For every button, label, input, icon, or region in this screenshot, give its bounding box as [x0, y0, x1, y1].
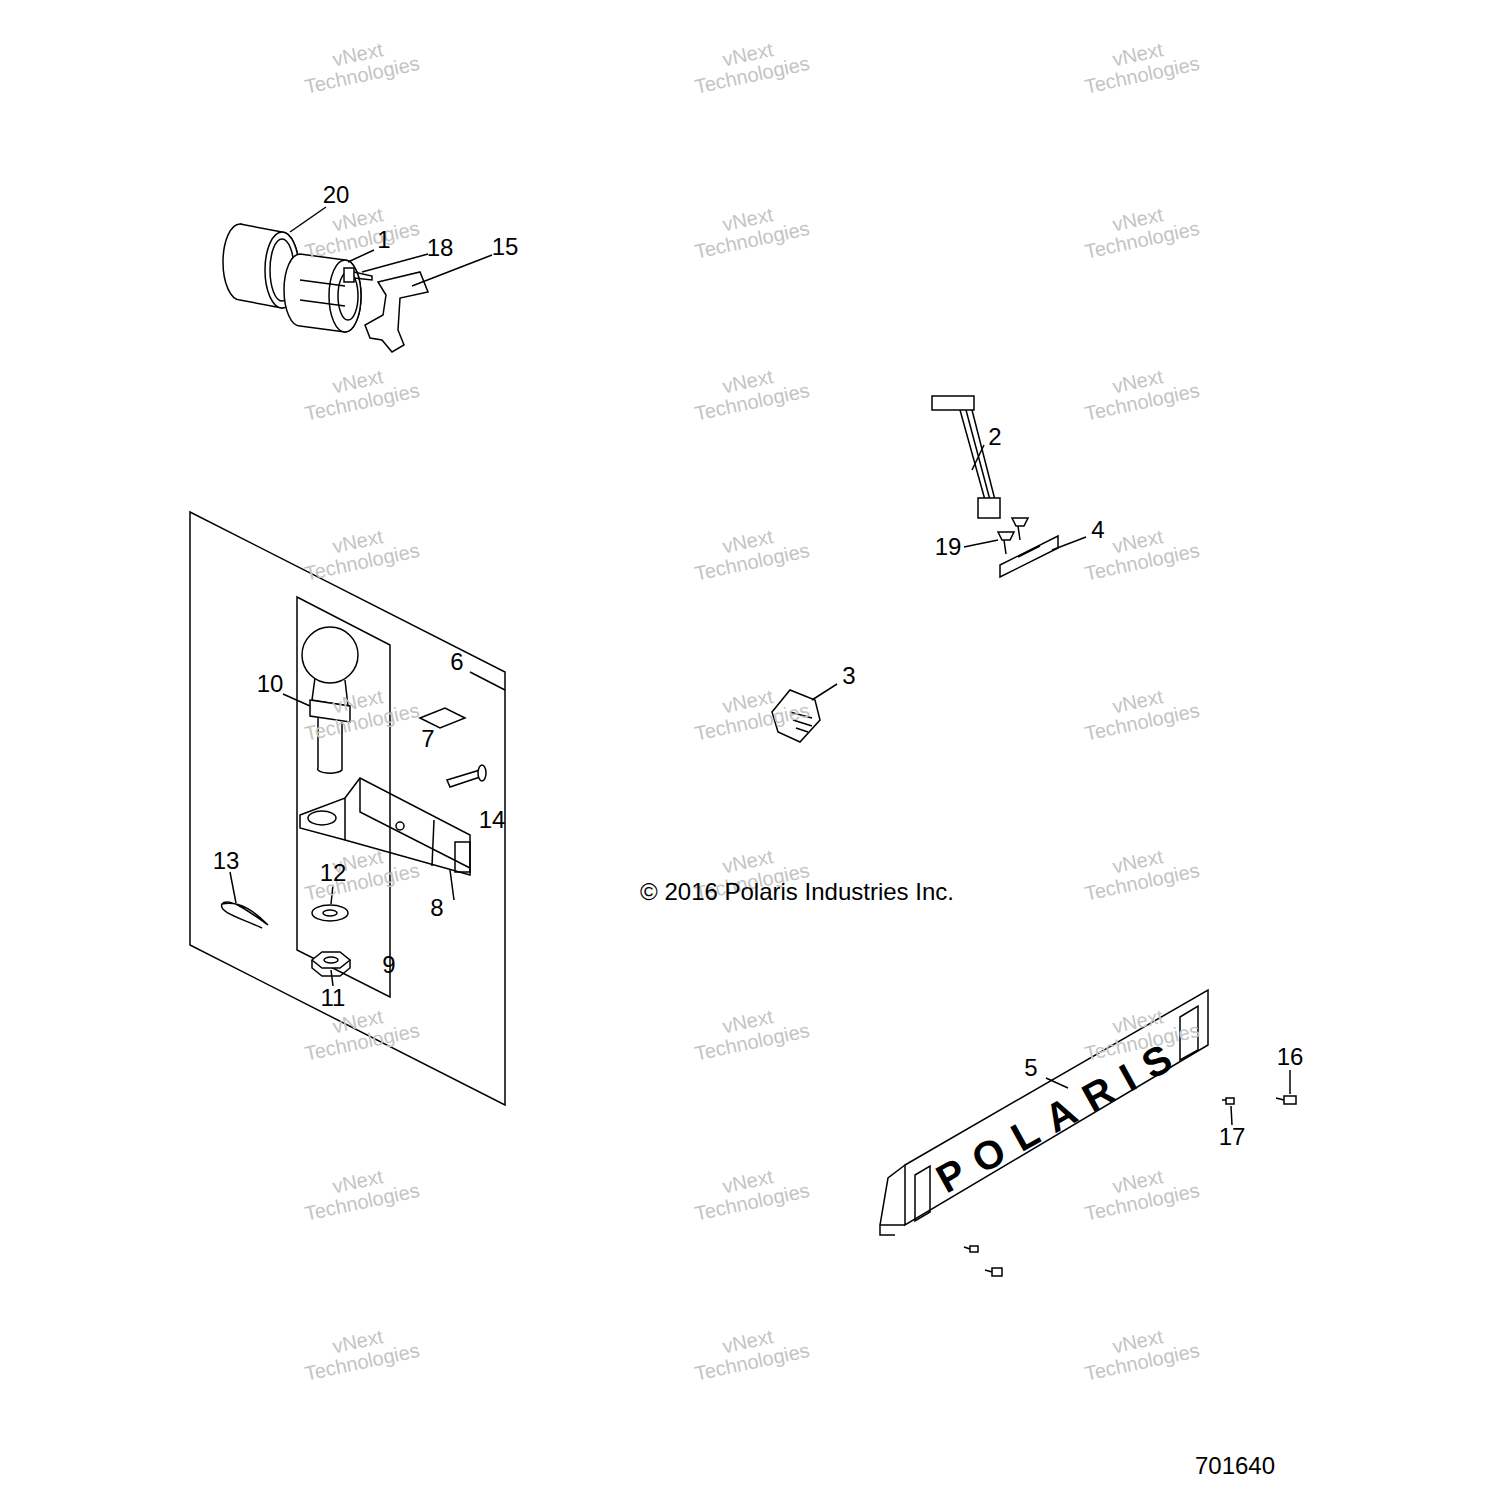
- watermark: vNext Technologies: [672, 1156, 827, 1228]
- watermark: vNext Technologies: [672, 356, 827, 428]
- watermark: vNext Technologies: [672, 996, 827, 1068]
- watermark: vNext Technologies: [1062, 194, 1217, 266]
- watermark: vNext Technologies: [1062, 29, 1217, 101]
- leader-line: [812, 684, 837, 700]
- watermark: vNext Technologies: [672, 516, 827, 588]
- callout-number: 15: [492, 235, 519, 259]
- washer-part: [312, 905, 348, 921]
- watermark: vNext Technologies: [672, 29, 827, 101]
- leader-line: [432, 820, 434, 866]
- kit-outline: [190, 512, 505, 1105]
- rivet-part: [998, 518, 1028, 554]
- callout-number: 4: [1091, 518, 1104, 542]
- leader-line: [1289, 1070, 1291, 1094]
- watermark: vNext Technologies: [1062, 356, 1217, 428]
- callout-number: 11: [321, 986, 346, 1010]
- callout-number: 14: [479, 808, 506, 832]
- watermark: vNext Technologies: [1062, 516, 1217, 588]
- clip-part: [222, 902, 268, 928]
- watermark: vNext Technologies: [1062, 836, 1217, 908]
- watermark: vNext Technologies: [672, 1316, 827, 1388]
- leader-line: [1046, 1078, 1068, 1088]
- leader-line: [1052, 537, 1086, 550]
- bearing-part: [284, 254, 361, 332]
- callout-number: 7: [421, 727, 434, 751]
- leader-line: [230, 872, 236, 903]
- leader-line: [470, 672, 505, 690]
- callout-number: 18: [427, 236, 454, 260]
- watermark: vNext Technologies: [282, 194, 437, 266]
- plate-part: [1000, 536, 1058, 577]
- callout-number: 9: [382, 953, 395, 977]
- watermark: vNext Technologies: [282, 1156, 437, 1228]
- callout-number: 3: [842, 664, 855, 688]
- leader-line: [1231, 1106, 1232, 1125]
- watermark: vNext Technologies: [672, 194, 827, 266]
- callout-number: 12: [320, 861, 347, 885]
- callout-number: 20: [323, 183, 350, 207]
- callout-number: 8: [430, 896, 443, 920]
- callout-number: 6: [450, 650, 463, 674]
- assembly-outline: [297, 597, 390, 997]
- harness-part: [932, 396, 1000, 518]
- callout-number: 17: [1219, 1125, 1246, 1149]
- callout-number: 19: [935, 535, 962, 559]
- callout-number: 1: [377, 228, 390, 252]
- callout-number: 10: [257, 672, 284, 696]
- leader-line: [964, 540, 998, 547]
- watermark: vNext Technologies: [282, 836, 437, 908]
- decal-part: [420, 708, 465, 728]
- leader-lines: [230, 207, 1290, 1125]
- leader-line: [362, 254, 428, 272]
- leader-line: [450, 870, 454, 900]
- copyright-note: © 2016 Polaris Industries Inc.: [640, 880, 954, 904]
- watermark: vNext Technologies: [1062, 1156, 1217, 1228]
- watermark: vNext Technologies: [282, 516, 437, 588]
- watermark: vNext Technologies: [282, 996, 437, 1068]
- watermark: vNext Technologies: [282, 1316, 437, 1388]
- drawing-number: 701640: [1195, 1454, 1275, 1478]
- callout-number: 2: [988, 425, 1001, 449]
- watermark: vNext Technologies: [1062, 676, 1217, 748]
- callout-number: 5: [1024, 1056, 1037, 1080]
- callout-number: 13: [213, 849, 240, 873]
- leader-line: [331, 970, 333, 986]
- watermark: vNext Technologies: [282, 29, 437, 101]
- pin-part: [447, 765, 486, 787]
- leader-line: [972, 445, 984, 470]
- callout-number: 16: [1277, 1045, 1304, 1069]
- watermark: vNext Technologies: [282, 356, 437, 428]
- watermark: vNext Technologies: [282, 676, 437, 748]
- watermark: vNext Technologies: [1062, 1316, 1217, 1388]
